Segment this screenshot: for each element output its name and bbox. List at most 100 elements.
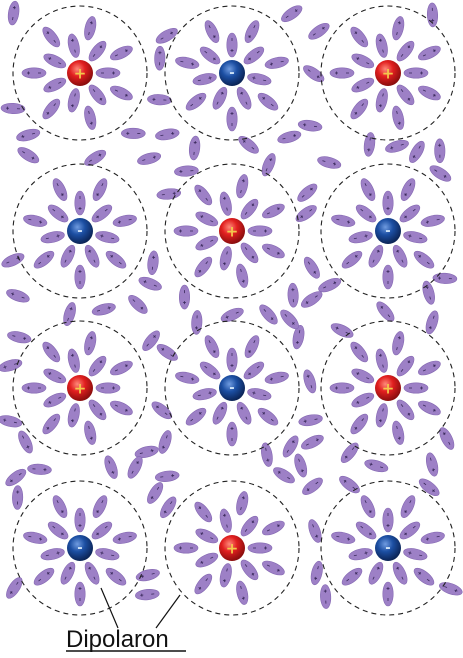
dipole [192,254,215,279]
free-dipole [135,567,161,583]
dipole [374,33,389,59]
free-dipole [147,250,160,275]
free-dipole [149,399,174,422]
dipole [174,55,200,70]
free-dipole [338,440,361,465]
free-dipole [301,63,327,85]
dipole [227,348,237,372]
dipole [339,565,364,588]
plus-sign: + [226,223,239,241]
dipole [350,390,376,410]
free-dipole [295,181,320,205]
dipole [350,51,376,71]
free-dipole [154,25,180,46]
dipole [348,546,374,561]
dipolaron-cluster: - [165,321,299,455]
dipole [330,213,356,228]
free-dipole [309,560,324,586]
dipole [227,33,237,57]
dipole [255,90,280,113]
dipole [58,243,78,269]
dipole [192,571,215,596]
dipole [22,213,48,228]
free-dipole [0,357,23,374]
dipole [42,75,68,95]
minus-sign: - [385,224,390,239]
dipole [404,383,428,393]
free-dipole [1,103,26,115]
dipole [58,560,78,586]
dipole [383,582,393,606]
dipole [242,334,262,360]
dipole [174,226,198,236]
dipole [218,562,233,588]
free-dipole [278,307,302,332]
label-text: Dipolaron [66,626,169,653]
dipole [45,202,70,225]
dipole [94,546,120,561]
dipolaron-cluster: + [165,164,299,298]
dipole [241,359,266,382]
dipole [394,353,417,378]
dipole [31,565,56,588]
dipole [390,560,410,586]
free-dipole [12,485,23,509]
dipole [108,83,134,103]
free-dipole [179,285,190,309]
dipole [86,353,109,378]
dipole [82,560,102,586]
dipole [40,411,63,436]
dipole [82,330,97,356]
dipole [366,560,386,586]
plus-sign: + [226,540,239,558]
dipole [242,19,262,45]
dipole [192,71,218,86]
free-dipole [316,154,342,170]
dipole [241,44,266,67]
free-dipole [188,136,201,161]
dipole [89,202,114,225]
dipole [350,75,376,95]
dipole [22,530,48,545]
dipole [398,494,418,520]
dipole [238,240,261,265]
dipole [330,68,354,78]
plus-sign: + [382,380,395,398]
free-dipole [406,139,427,165]
free-dipole [374,299,397,324]
dipole [82,15,97,41]
dipole [192,499,215,524]
free-dipole [91,301,117,317]
free-dipole [154,341,180,363]
free-dipole [16,429,36,455]
free-dipole [155,127,180,142]
dipole [202,19,222,45]
dipole [394,38,417,63]
dipole [260,558,286,578]
dipole [390,330,405,356]
free-dipole [156,429,173,455]
dipole [94,229,120,244]
dipole [348,411,371,436]
dipole [348,229,374,244]
dipole [246,71,272,86]
dipole [50,494,70,520]
free-dipole [287,283,298,307]
free-dipole [292,453,309,479]
dipole [194,526,220,546]
minus-sign: - [229,66,234,81]
free-dipole [102,454,120,480]
dipole [86,38,109,63]
dipole [96,68,120,78]
dipole [89,519,114,542]
dipolaron-cluster: - [321,481,455,615]
free-dipole [438,580,463,598]
dipole [82,420,97,446]
free-dipole [121,128,145,139]
dipole [192,386,218,401]
dipole [402,229,428,244]
dipole [383,508,393,532]
free-dipole [384,138,410,155]
plus-sign: + [74,380,87,398]
dipole [398,177,418,203]
